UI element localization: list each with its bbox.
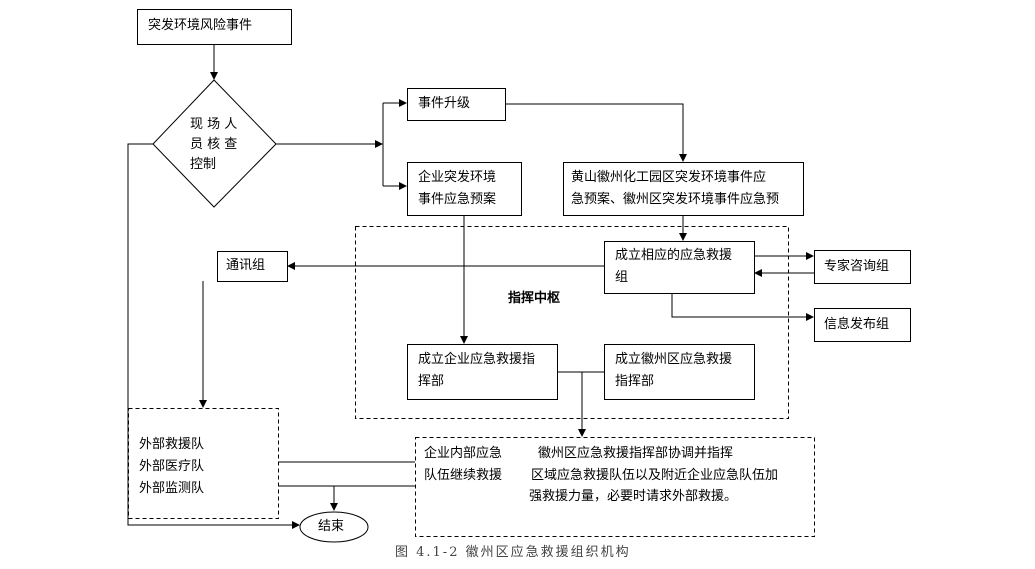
info-node: 信息发布组: [824, 317, 890, 332]
district-plan-line2: 急预案、徽州区突发环境事件应急预: [571, 192, 780, 207]
external-monitor: 外部监测队: [139, 481, 205, 496]
coord-area: [415, 437, 815, 537]
dist-hq-line1: 成立徽州区应急救援: [615, 352, 733, 367]
ent-hq-line2: 挥部: [418, 374, 445, 389]
expert-box: [814, 250, 911, 284]
coord-line2: 区域应急救援队伍以及附近企业应急队伍加: [531, 468, 779, 483]
command-center-area: [355, 226, 789, 419]
check-node-line2: 员 核 查: [190, 137, 238, 152]
enterprise-plan-line2: 事件应急预案: [418, 192, 497, 207]
rescue-group-box: [604, 241, 755, 294]
check-diamond: [152, 79, 277, 208]
command-center-label: 指挥中枢: [508, 291, 561, 306]
coord-line1: 徽州区应急救援指挥部协调并指挥: [538, 446, 734, 461]
rescue-group-line2: 组: [615, 270, 629, 285]
end-ellipse: [299, 511, 369, 543]
comm-node: 通讯组: [226, 258, 266, 273]
external-area: [128, 408, 279, 519]
coord-line3: 强救援力量，必要时请求外部救援。: [529, 489, 738, 504]
dist-hq-box: [604, 344, 755, 400]
district-plan-line1: 黄山徽州化工园区突发环境事件应: [571, 170, 767, 185]
external-rescue: 外部救援队: [139, 437, 205, 452]
rescue-group-line1: 成立相应的应急救援: [615, 248, 733, 263]
end-node: 结束: [318, 519, 345, 534]
internal-line1: 企业内部应急: [424, 446, 503, 461]
expert-node: 专家咨询组: [824, 259, 890, 274]
figure-caption: 图 4.1-2 徽州区应急救援组织机构: [395, 545, 631, 560]
start-node: 突发环境风险事件: [148, 18, 253, 33]
upgrade-node: 事件升级: [418, 96, 471, 111]
info-box: [814, 308, 911, 342]
internal-line2: 队伍继续救援: [424, 468, 503, 483]
check-node-line1: 现 场 人: [190, 117, 238, 132]
external-medical: 外部医疗队: [139, 459, 205, 474]
enterprise-plan-line1: 企业突发环境: [418, 170, 497, 185]
start-box: [137, 9, 292, 45]
comm-box: [217, 251, 288, 282]
ent-hq-line1: 成立企业应急救援指: [418, 352, 536, 367]
check-node-line3: 控制: [190, 157, 217, 172]
dist-hq-line2: 指挥部: [615, 374, 655, 389]
